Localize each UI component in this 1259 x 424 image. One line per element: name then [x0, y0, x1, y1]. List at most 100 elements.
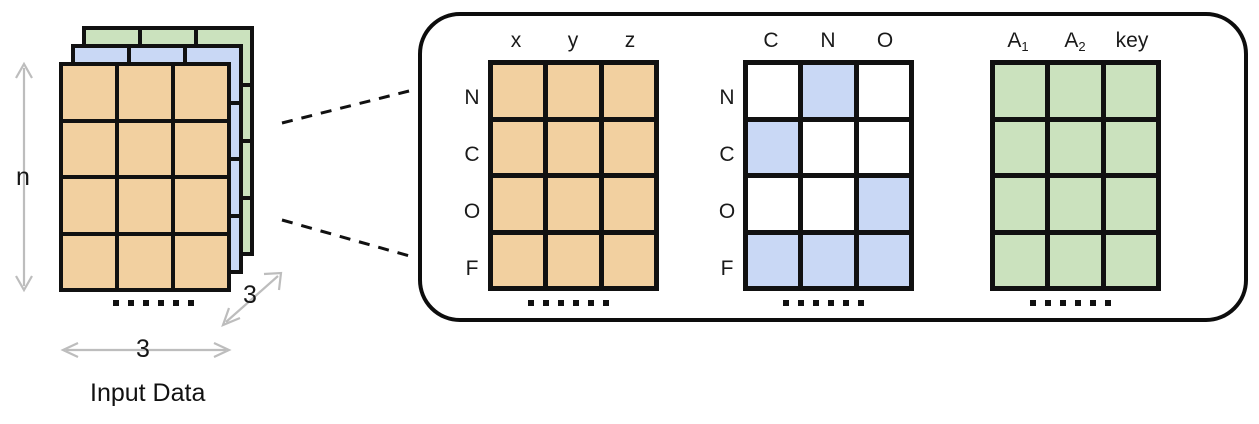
matrix-cell: [858, 178, 909, 230]
matrix-cell: [1105, 178, 1156, 230]
column-header-key: key: [1115, 29, 1149, 52]
matrix-grid: [488, 60, 659, 291]
ellipsis-dot: [1060, 300, 1066, 306]
matrix-ellipsis: [528, 300, 609, 306]
matrix-cell: [748, 234, 799, 286]
column-header-O: O: [876, 29, 894, 52]
matrix-grid: [743, 60, 914, 291]
matrix-cell: [803, 234, 854, 286]
stack-cell: [63, 235, 115, 288]
ellipsis-dot: [128, 300, 134, 306]
coordinates-matrix: x y z N C O F: [460, 30, 670, 320]
column-header-A1-text: A: [1007, 29, 1022, 52]
ellipsis-dot: [1075, 300, 1081, 306]
stack-cell: [175, 235, 227, 288]
cols-dimension-arrow: [60, 342, 232, 358]
matrix-cell: [858, 121, 909, 173]
row-header-O: O: [718, 200, 736, 223]
row-header-O: O: [463, 200, 481, 223]
stack-cell: [119, 122, 171, 175]
ellipsis-dot: [783, 300, 789, 306]
ellipsis-dot: [1045, 300, 1051, 306]
row-header-F: F: [720, 257, 734, 280]
ellipsis-dot: [1105, 300, 1111, 306]
matrix-cell: [1050, 121, 1101, 173]
matrix-ellipsis: [1030, 300, 1111, 306]
matrix-cell: [548, 178, 599, 230]
matrix-cell: [548, 234, 599, 286]
depth-dimension-arrow: [221, 271, 283, 327]
stack-cell: [175, 66, 227, 119]
ellipsis-dot: [158, 300, 164, 306]
ellipsis-dot: [173, 300, 179, 306]
column-header-z: z: [624, 29, 636, 52]
matrix-cell: [803, 178, 854, 230]
matrix-cell: [1050, 65, 1101, 117]
column-header-A1-subscript: 1: [1021, 39, 1029, 54]
matrix-cell: [493, 65, 544, 117]
matrix-cell: [995, 234, 1046, 286]
matrix-cell: [1050, 234, 1101, 286]
matrix-cell: [1050, 178, 1101, 230]
matrix-cell: [493, 178, 544, 230]
ellipsis-dot: [603, 300, 609, 306]
matrix-cell: [548, 121, 599, 173]
row-header-N: N: [719, 86, 735, 109]
column-header-x: x: [510, 29, 522, 52]
column-header-A2-subscript: 2: [1078, 39, 1086, 54]
ellipsis-dot: [543, 300, 549, 306]
matrix-cell: [995, 178, 1046, 230]
ellipsis-dot: [813, 300, 819, 306]
row-header-C: C: [719, 143, 735, 166]
matrix-cell: [803, 121, 854, 173]
matrix-cell: [1105, 121, 1156, 173]
ellipsis-dot: [828, 300, 834, 306]
input-data-stack: n 3 3 Input Data: [0, 0, 300, 424]
matrix-cell: [858, 234, 909, 286]
matrix-cell: [603, 65, 654, 117]
ellipsis-dot: [843, 300, 849, 306]
ellipsis-dot: [558, 300, 564, 306]
depth-dimension-label: 3: [243, 281, 257, 309]
row-header-N: N: [464, 86, 480, 109]
column-header-A2-text: A: [1064, 29, 1079, 52]
stack-cell: [63, 122, 115, 175]
matrix-cell: [748, 121, 799, 173]
onehot-matrix: C N O N C O F: [715, 30, 925, 320]
stack-cell: [119, 235, 171, 288]
stack-layer-orange: [59, 62, 231, 292]
stack-ellipsis: [113, 300, 194, 306]
ellipsis-dot: [188, 300, 194, 306]
matrix-cell: [995, 65, 1046, 117]
stack-cell: [175, 122, 227, 175]
stack-cell: [175, 179, 227, 232]
matrix-cell: [748, 65, 799, 117]
matrix-cell: [748, 178, 799, 230]
ellipsis-dot: [858, 300, 864, 306]
matrix-cell: [603, 234, 654, 286]
ellipsis-dot: [143, 300, 149, 306]
expanded-view-panel: [418, 12, 1248, 322]
ellipsis-dot: [588, 300, 594, 306]
column-header-A2: A2: [1047, 29, 1103, 54]
matrix-cell: [1105, 65, 1156, 117]
matrix-cell: [803, 65, 854, 117]
ellipsis-dot: [1090, 300, 1096, 306]
connector-lines: [281, 88, 414, 259]
row-header-F: F: [465, 257, 479, 280]
matrix-cell: [548, 65, 599, 117]
row-header-C: C: [464, 143, 480, 166]
stack-cell: [63, 179, 115, 232]
matrix-cell: [603, 178, 654, 230]
rows-dimension-arrow: [15, 61, 33, 293]
ellipsis-dot: [573, 300, 579, 306]
column-header-y: y: [567, 29, 579, 52]
matrix-ellipsis: [783, 300, 864, 306]
matrix-cell: [858, 65, 909, 117]
matrix-cell: [995, 121, 1046, 173]
stack-cell: [119, 66, 171, 119]
figure-caption: Input Data: [90, 379, 206, 407]
column-header-C: C: [763, 29, 779, 52]
matrix-cell: [493, 121, 544, 173]
